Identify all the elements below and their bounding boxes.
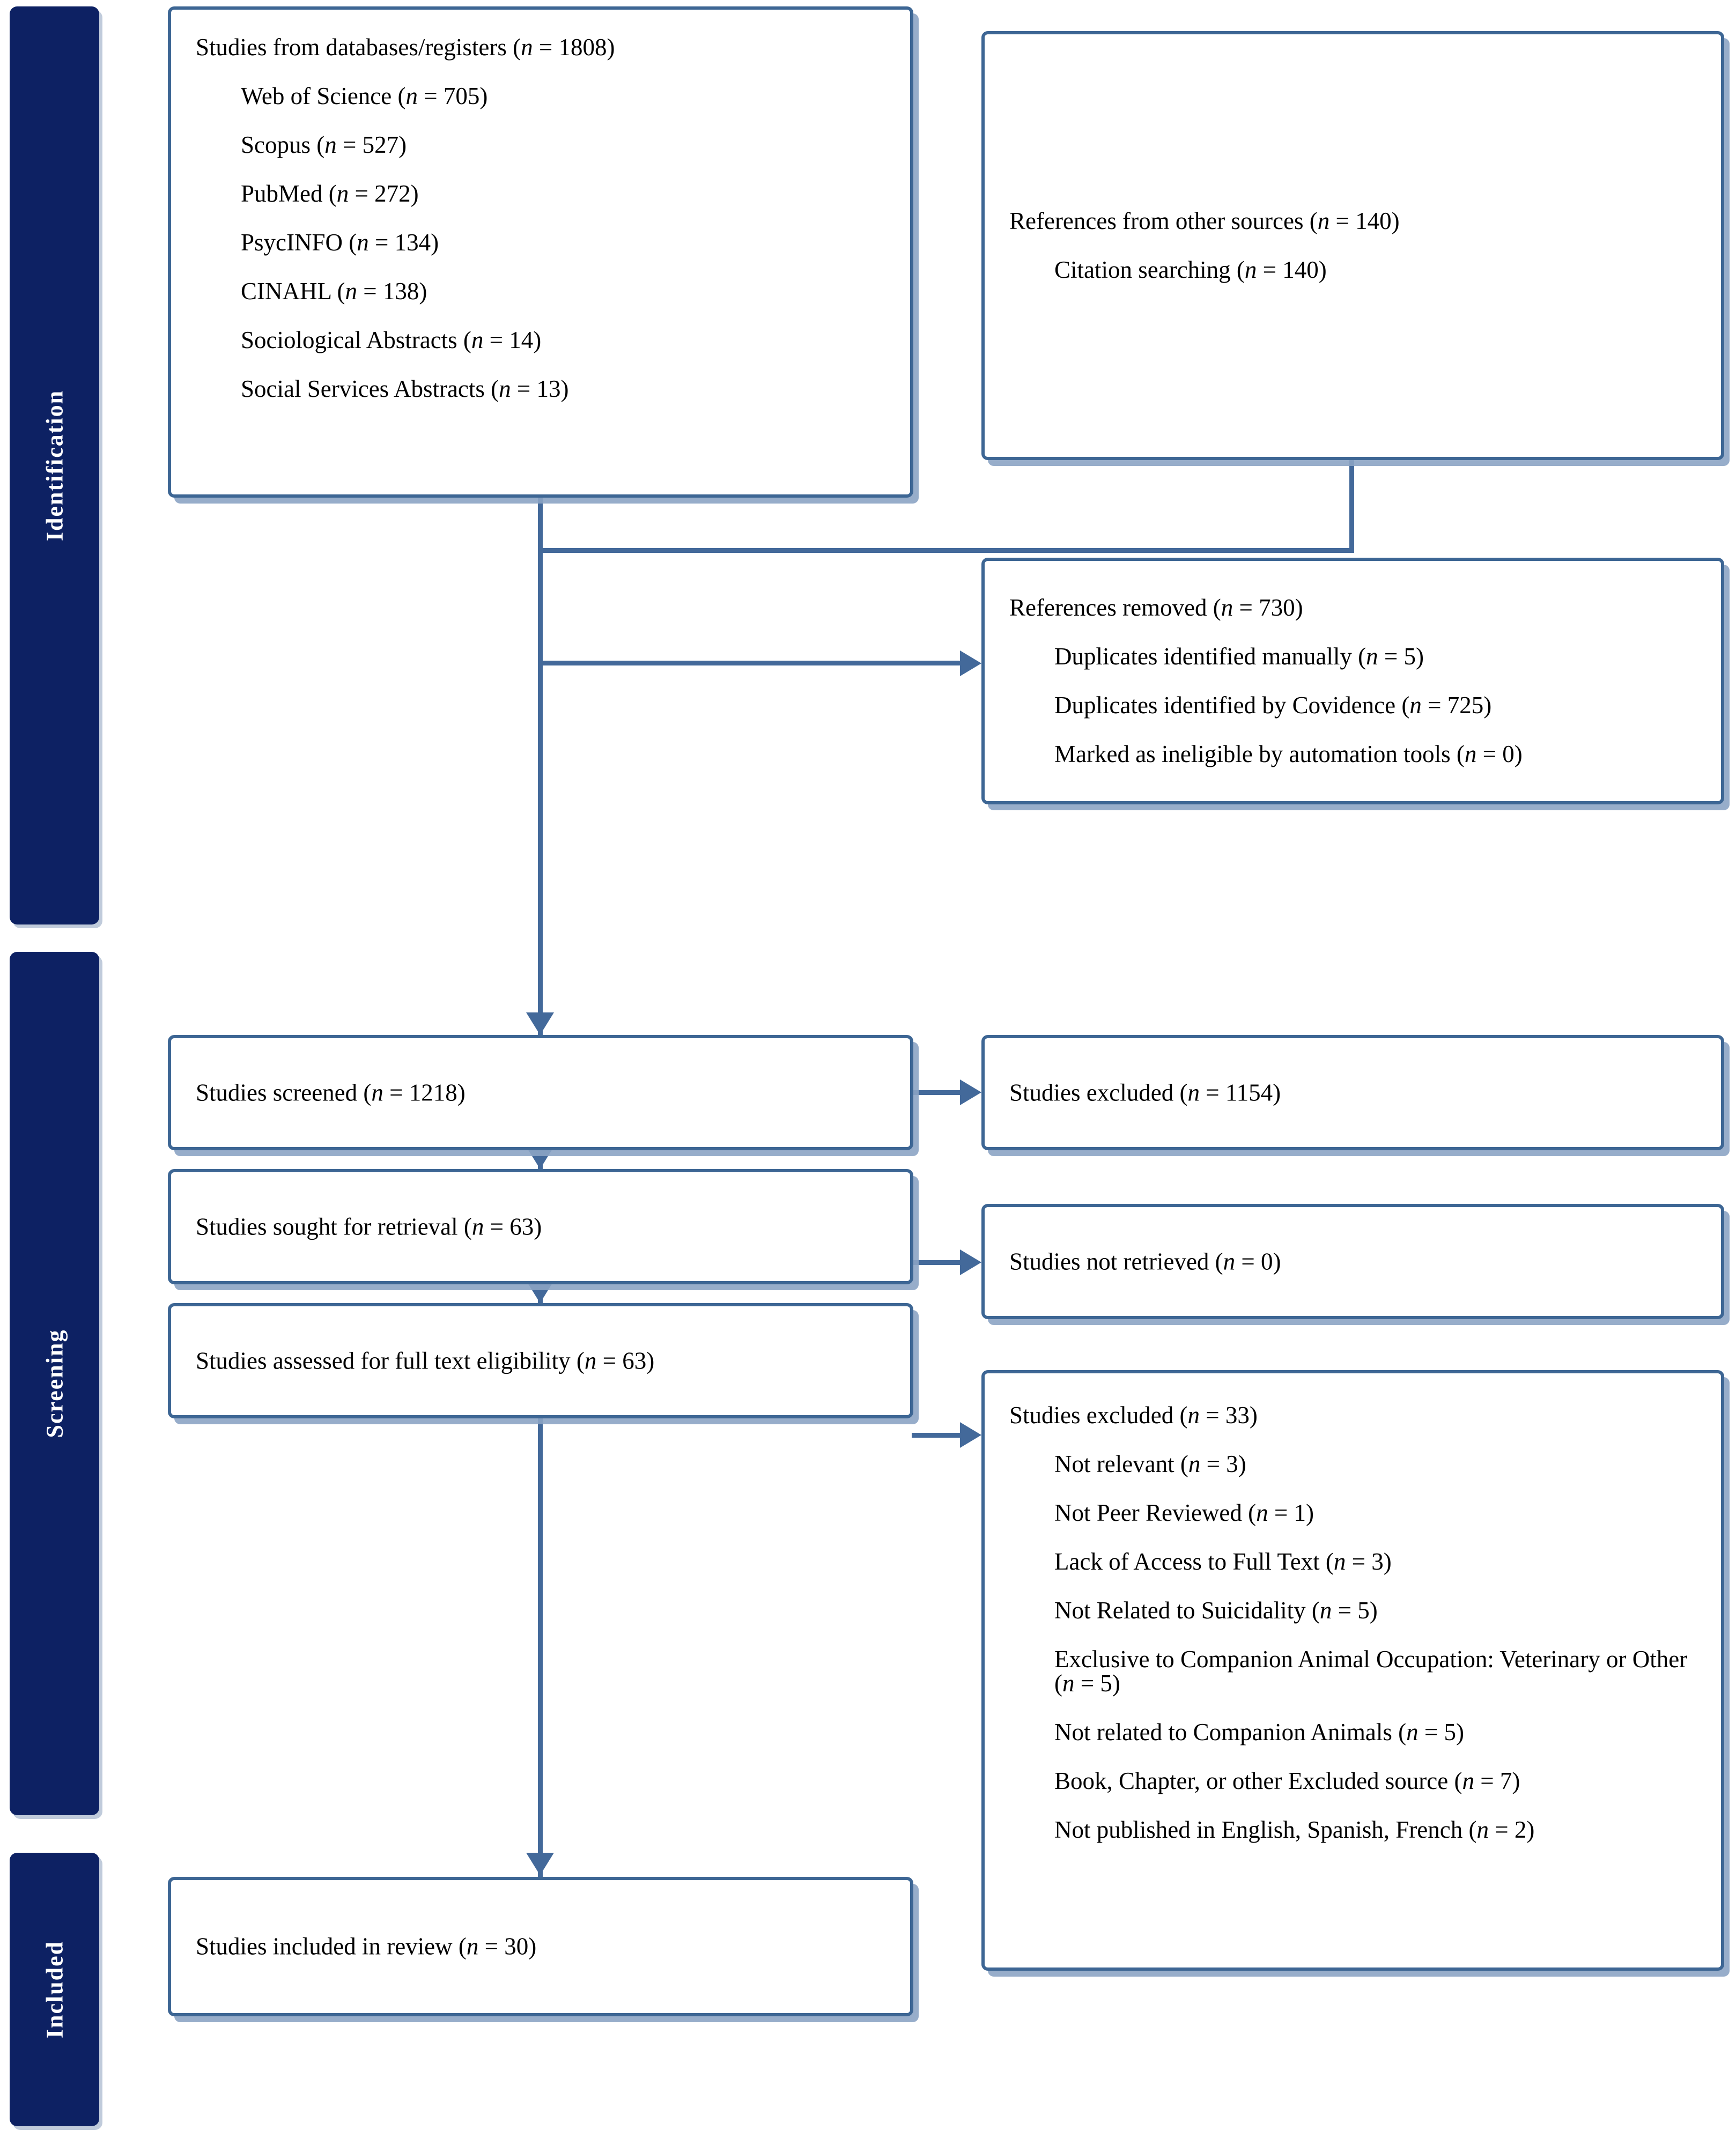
connector-main-trunk: [538, 548, 543, 1036]
connector-merge-horizontal: [538, 548, 1354, 553]
box-studies-excluded-full-text: Studies excluded (n = 33) Not relevant (…: [981, 1370, 1724, 1971]
fulltext-excluded-item: Lack of Access to Full Text (n = 3): [1054, 1548, 1392, 1575]
arrow-to-screened-excluded: [960, 1079, 981, 1105]
references-removed-item: Duplicates identified by Covidence (n = …: [1054, 692, 1492, 719]
stage-label-screening: Screening: [41, 1329, 68, 1438]
references-removed-item: Duplicates identified manually (n = 5): [1054, 643, 1424, 670]
connector-screened-to-excluded: [912, 1090, 963, 1095]
arrow-to-included: [526, 1853, 554, 1875]
included-header: Studies included in review (n = 30): [196, 1933, 537, 1960]
box-studies-from-databases: Studies from databases/registers (n = 18…: [168, 6, 913, 498]
arrow-to-assessed: [526, 1281, 554, 1303]
box-studies-screened: Studies screened (n = 1218): [168, 1035, 913, 1150]
box-studies-excluded-screening: Studies excluded (n = 1154): [981, 1035, 1724, 1150]
connector-to-references-removed: [538, 661, 962, 665]
connector-assessed-to-fulltext-excluded: [912, 1433, 963, 1438]
screened-excluded-header: Studies excluded (n = 1154): [1009, 1079, 1281, 1106]
stage-label-included: Included: [41, 1940, 68, 2039]
databases-item: Web of Science (n = 705): [241, 83, 488, 109]
fulltext-excluded-header: Studies excluded (n = 33): [1009, 1402, 1258, 1429]
connector-sought-to-not-retrieved: [912, 1260, 963, 1265]
databases-item: Sociological Abstracts (n = 14): [241, 327, 542, 353]
box-studies-included-in-review: Studies included in review (n = 30): [168, 1877, 913, 2016]
box-studies-assessed-full-text: Studies assessed for full text eligibili…: [168, 1303, 913, 1418]
connector-other-sources-down: [1349, 458, 1354, 552]
other-sources-item: Citation searching (n = 140): [1054, 256, 1327, 283]
arrow-to-fulltext-excluded: [960, 1422, 981, 1448]
fulltext-excluded-item: Not Related to Suicidality (n = 5): [1054, 1597, 1378, 1624]
box-references-removed: References removed (n = 730) Duplicates …: [981, 558, 1724, 804]
box-studies-sought-for-retrieval: Studies sought for retrieval (n = 63): [168, 1169, 913, 1284]
databases-item: Social Services Abstracts (n = 13): [241, 375, 569, 402]
box-studies-not-retrieved: Studies not retrieved (n = 0): [981, 1204, 1724, 1319]
databases-item: Scopus (n = 527): [241, 131, 407, 158]
stage-bar-screening: Screening: [10, 952, 99, 1815]
stage-label-identification: Identification: [41, 389, 68, 542]
connector-assessed-to-included: [538, 1418, 543, 1885]
fulltext-excluded-item: Not Peer Reviewed (n = 1): [1054, 1499, 1314, 1526]
sought-header: Studies sought for retrieval (n = 63): [196, 1213, 542, 1240]
arrow-to-not-retrieved: [960, 1249, 981, 1275]
databases-item: PsycINFO (n = 134): [241, 229, 439, 256]
fulltext-excluded-item: Exclusive to Companion Animal Occupation…: [1054, 1646, 1688, 1697]
fulltext-excluded-item: Not relevant (n = 3): [1054, 1451, 1246, 1477]
not-retrieved-header: Studies not retrieved (n = 0): [1009, 1248, 1281, 1275]
other-sources-header: References from other sources (n = 140): [1009, 208, 1400, 234]
databases-item: CINAHL (n = 138): [241, 278, 427, 305]
arrow-to-references-removed: [960, 650, 981, 676]
connector-databases-down: [538, 496, 543, 552]
assessed-header: Studies assessed for full text eligibili…: [196, 1347, 655, 1374]
references-removed-item: Marked as ineligible by automation tools…: [1054, 741, 1523, 767]
screened-header: Studies screened (n = 1218): [196, 1079, 466, 1106]
fulltext-excluded-item: Book, Chapter, or other Excluded source …: [1054, 1767, 1520, 1794]
box-references-other-sources: References from other sources (n = 140) …: [981, 31, 1724, 460]
arrow-to-sought: [526, 1147, 554, 1169]
references-removed-header: References removed (n = 730): [1009, 594, 1303, 621]
stage-bar-included: Included: [10, 1853, 99, 2126]
fulltext-excluded-item: Not related to Companion Animals (n = 5): [1054, 1719, 1465, 1745]
stage-bar-identification: Identification: [10, 6, 99, 924]
databases-header: Studies from databases/registers (n = 18…: [196, 34, 615, 61]
fulltext-excluded-item: Not published in English, Spanish, Frenc…: [1054, 1816, 1535, 1843]
arrow-to-screened: [526, 1012, 554, 1035]
databases-item: PubMed (n = 272): [241, 180, 419, 207]
